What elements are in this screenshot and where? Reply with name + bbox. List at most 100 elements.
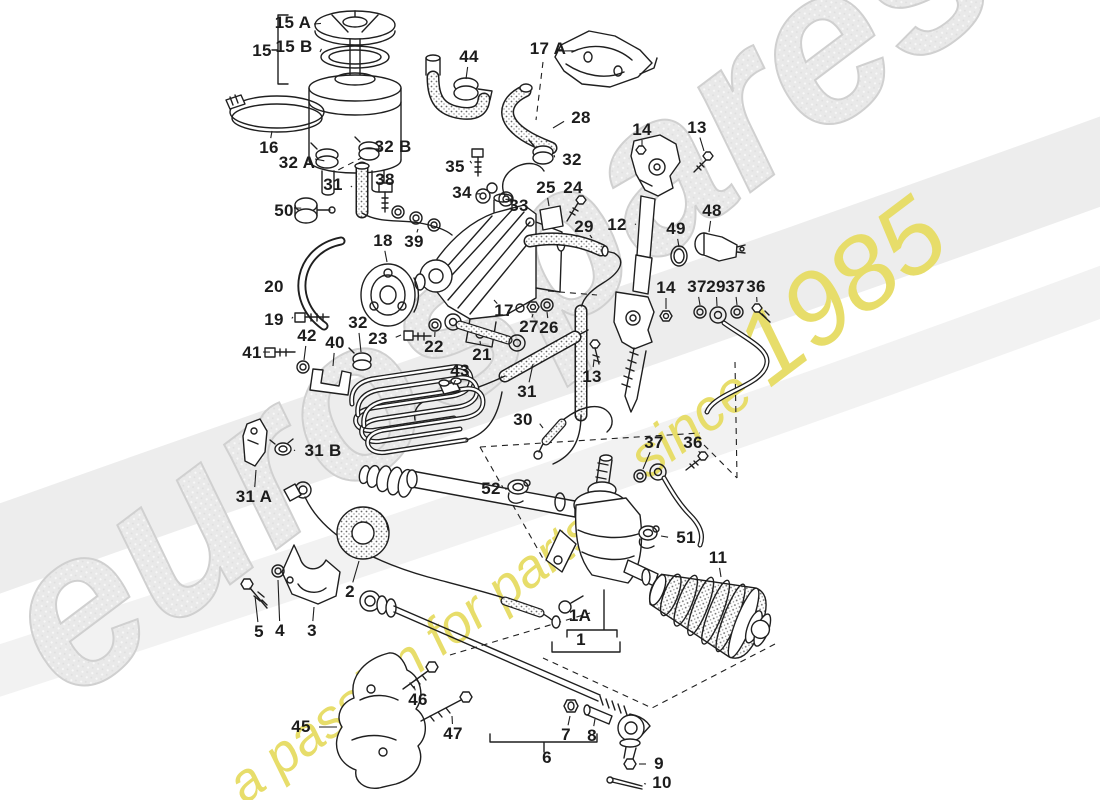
leader-line-40: [332, 352, 335, 367]
leader-line-32: [553, 154, 556, 158]
leader-line-28: [552, 120, 565, 129]
leader-line-49: [677, 238, 680, 248]
steering-column-drawing: [589, 134, 746, 413]
part-label-32: 32: [562, 150, 582, 169]
leader-line-32A: [314, 158, 325, 162]
part-label-45: 45: [291, 717, 311, 736]
leader-line-13: [699, 137, 705, 152]
part-label-5: 5: [254, 622, 264, 641]
leader-line-16: [270, 130, 273, 139]
part-label-38: 38: [375, 170, 395, 189]
leader-line-46: [413, 685, 416, 691]
part-label-18: 18: [373, 231, 393, 250]
part-label-33: 33: [509, 196, 529, 215]
leader-line-31: [350, 185, 353, 188]
part-label-23: 23: [368, 329, 388, 348]
part-label-3: 3: [307, 621, 317, 640]
leader-line-30: [539, 423, 544, 429]
leader-line-4: [277, 579, 281, 622]
leader-line-37: [642, 451, 651, 470]
leader-line-31B: [293, 449, 296, 452]
part-label-17: 17: [494, 301, 514, 320]
leader-line-13: [592, 359, 595, 368]
part-label-26: 26: [539, 318, 559, 337]
part-label-15: 15: [252, 41, 272, 60]
part-label-27: 27: [519, 317, 539, 336]
part-label-19: 19: [264, 310, 284, 329]
leader-line-19: [291, 316, 294, 319]
hoses-upper-drawing: [425, 30, 658, 257]
part-label-2: 2: [345, 582, 355, 601]
leader-line-15B: [319, 48, 322, 53]
leader-line-18: [384, 250, 388, 263]
part-label-48: 48: [702, 201, 722, 220]
banjo-fittings-right-drawing: [633, 303, 771, 548]
part-label-41: 41: [242, 343, 262, 362]
leader-line-17: [493, 299, 498, 304]
part-label-32A: 32 A: [278, 153, 316, 172]
part-label-1: 1: [576, 630, 586, 649]
leader-line-39: [416, 228, 419, 233]
part-label-31: 31: [323, 175, 343, 194]
part-label-1A: 1A: [568, 606, 592, 625]
part-label-29: 29: [574, 217, 594, 236]
part-label-51: 51: [676, 528, 696, 547]
part-label-13: 13: [687, 118, 707, 137]
part-label-4: 4: [275, 621, 285, 640]
part-label-10: 10: [652, 773, 672, 792]
shield-drawing: [335, 652, 473, 789]
leader-line-48: [708, 220, 712, 233]
part-label-13: 13: [582, 367, 602, 386]
part-label-29: 29: [706, 277, 726, 296]
leader-line-36: [698, 450, 701, 454]
leader-line-51: [660, 535, 669, 538]
part-label-30: 30: [513, 410, 533, 429]
leader-line-8: [593, 718, 596, 727]
leader-line-32: [358, 332, 362, 353]
part-label-36: 36: [746, 277, 766, 296]
leader-line-43: [452, 379, 457, 386]
part-label-50: 50: [274, 201, 294, 220]
part-label-22: 22: [424, 337, 444, 356]
part-label-47: 47: [443, 724, 463, 743]
part-label-32: 32: [348, 313, 368, 332]
bellows-drawing: [648, 573, 772, 659]
leader-line-44: [465, 66, 469, 80]
grouping-brackets: [271, 14, 621, 753]
part-label-9: 9: [654, 754, 664, 773]
part-label-44: 44: [459, 47, 479, 66]
part-label-37: 37: [687, 277, 707, 296]
part-label-16: 16: [259, 138, 279, 157]
part-label-11: 11: [708, 548, 728, 567]
part-label-15A: 15 A: [274, 13, 312, 32]
part-label-35: 35: [445, 157, 465, 176]
leader-line-15A: [313, 22, 322, 25]
lines-center-drawing: [352, 252, 622, 465]
hose-clamp-16-drawing: [225, 94, 325, 133]
part-label-43: 43: [450, 361, 470, 380]
clamps-and-fittings-upper-drawing: [294, 136, 453, 236]
leader-line-31: [528, 363, 534, 383]
leader-line-27: [531, 313, 534, 318]
part-label-15B: 15 B: [275, 37, 313, 56]
part-label-37: 37: [644, 433, 664, 452]
leader-line-24: [576, 196, 579, 199]
leader-line-29: [589, 234, 593, 239]
leader-line-21: [479, 340, 482, 346]
leader-line-11: [719, 567, 722, 578]
leader-line-25: [547, 197, 550, 207]
part-label-25: 25: [536, 178, 556, 197]
part-label-37: 37: [725, 277, 745, 296]
part-label-17A: 17 A: [529, 39, 567, 58]
part-label-20: 20: [264, 277, 284, 296]
leader-line-35: [469, 160, 473, 164]
part-label-12: 12: [607, 215, 627, 234]
leader-line-26: [546, 311, 549, 319]
belt-drawing: [297, 236, 346, 331]
leader-line-37: [735, 296, 738, 306]
part-label-40: 40: [325, 333, 345, 352]
steering-rack-drawing: [240, 418, 660, 629]
leader-line-23: [395, 334, 402, 338]
part-label-6: 6: [542, 748, 552, 767]
